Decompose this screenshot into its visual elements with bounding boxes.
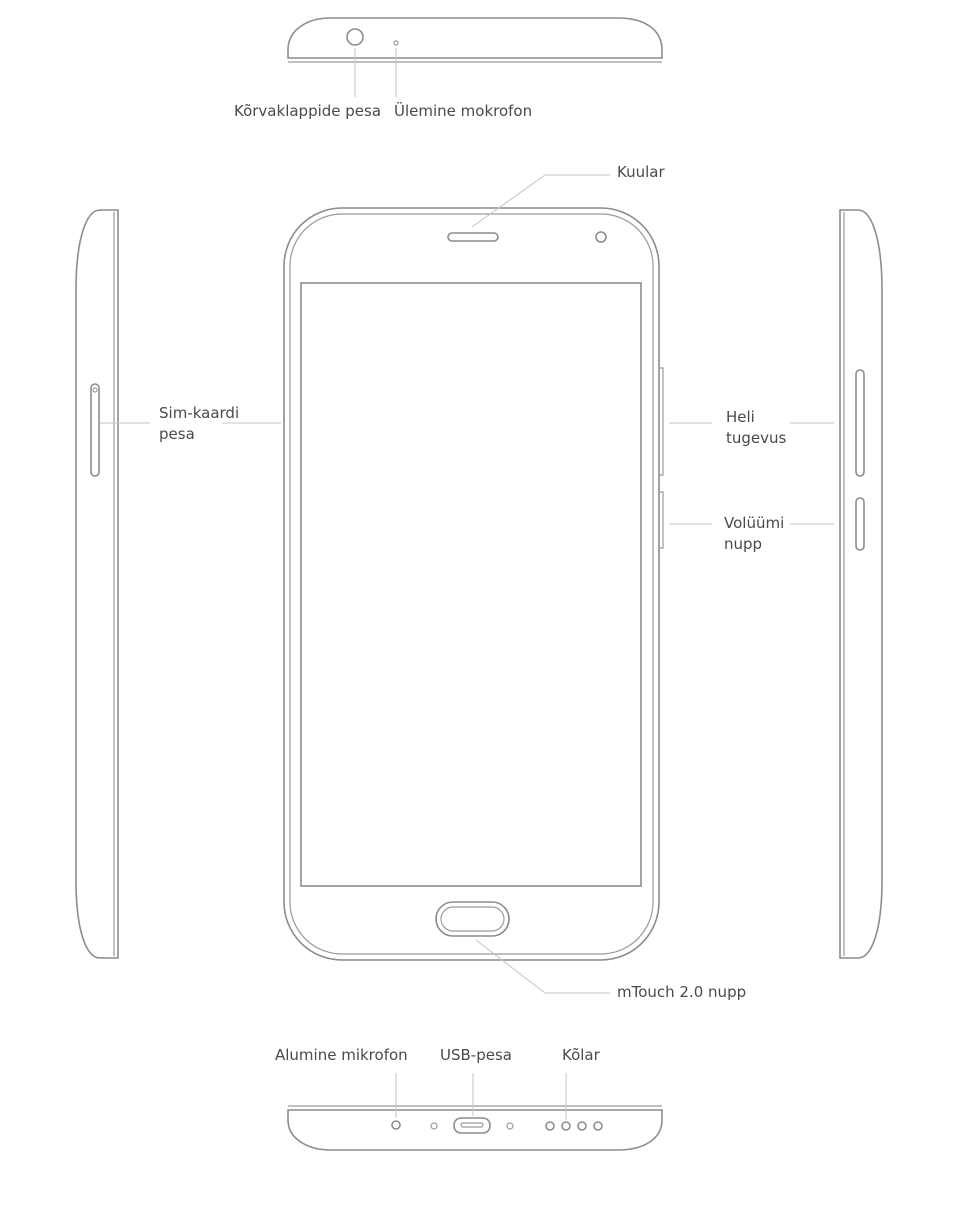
speaker-hole-icon	[593, 1121, 603, 1131]
speaker-hole-icon	[561, 1121, 571, 1131]
mtouch-button-inner	[440, 906, 505, 932]
top-edge-view	[287, 17, 663, 97]
speaker-hole-icon	[545, 1121, 555, 1131]
front-power-button	[659, 491, 664, 549]
left-side-view	[75, 209, 281, 959]
right-side-view	[669, 209, 883, 959]
bottom-edge-outline	[287, 1109, 663, 1151]
sim-slot-icon	[90, 383, 100, 477]
top-edge-outline	[287, 17, 663, 59]
left-screw-icon	[430, 1122, 438, 1130]
bottom-mic-hole-icon	[391, 1120, 401, 1130]
power-button-icon	[855, 497, 865, 551]
left-side-outline	[75, 209, 119, 959]
usb-port-icon	[453, 1117, 491, 1134]
phone-screen	[300, 282, 642, 887]
speaker-hole-icon	[577, 1121, 587, 1131]
earpiece-leader	[471, 174, 610, 228]
earpiece-icon	[447, 232, 499, 242]
front-view	[283, 174, 664, 994]
volume-label-line2: tugevus	[726, 429, 787, 447]
phone-body-inner	[289, 213, 654, 955]
earpiece-label: Kuular	[617, 163, 665, 181]
top-mic-hole-icon	[393, 40, 399, 46]
sim-slot-label-line2: pesa	[159, 425, 195, 443]
headphone-jack-label: Kõrvaklappide pesa	[234, 102, 382, 120]
phone-body	[283, 207, 660, 961]
front-volume-rocker	[659, 367, 664, 476]
usb-port-inner	[460, 1122, 484, 1128]
power-label-line1: Volüümi	[724, 514, 785, 532]
bottom-edge-view	[287, 1073, 663, 1151]
front-camera-icon	[595, 231, 607, 243]
top-mic-label: Ülemine mokrofon	[394, 102, 533, 120]
right-side-outline	[839, 209, 883, 959]
volume-rocker-icon	[855, 369, 865, 477]
sim-slot-label-line1: Sim-kaardi	[159, 404, 240, 422]
sim-eject-hole-icon	[92, 387, 98, 393]
speaker-label: Kõlar	[562, 1046, 600, 1064]
mtouch-button-icon	[435, 901, 510, 937]
bottom-mic-label: Alumine mikrofon	[275, 1046, 408, 1064]
right-screw-icon	[506, 1122, 514, 1130]
mtouch-label: mTouch 2.0 nupp	[617, 983, 747, 1001]
mtouch-leader	[475, 939, 610, 994]
headphone-jack-icon	[346, 28, 364, 46]
usb-label: USB-pesa	[440, 1046, 512, 1064]
power-label-line2: nupp	[724, 535, 763, 553]
volume-label-line1: Heli	[726, 408, 755, 426]
